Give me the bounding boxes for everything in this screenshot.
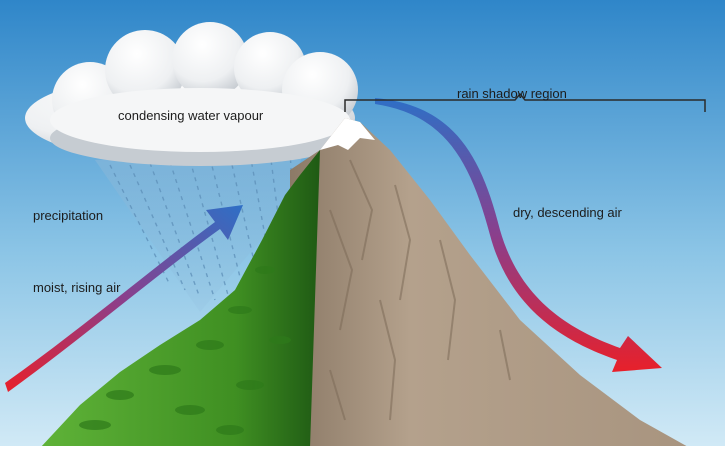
cloud-icon — [25, 22, 358, 166]
snow-cap — [320, 118, 375, 150]
cloud-label: condensing water vapour — [118, 108, 264, 123]
dry-air-label: dry, descending air — [513, 205, 622, 220]
mountain-windward-side — [40, 150, 320, 448]
descending-arrow — [375, 98, 662, 372]
mountain-leeward-side — [290, 118, 690, 448]
rain-shadow-label: rain shadow region — [457, 86, 567, 101]
ground — [0, 446, 725, 461]
rising-arrow — [5, 205, 243, 392]
precipitation-label: precipitation — [33, 208, 104, 223]
moist-air-label: moist, rising air — [33, 280, 121, 295]
bracket — [344, 92, 706, 112]
